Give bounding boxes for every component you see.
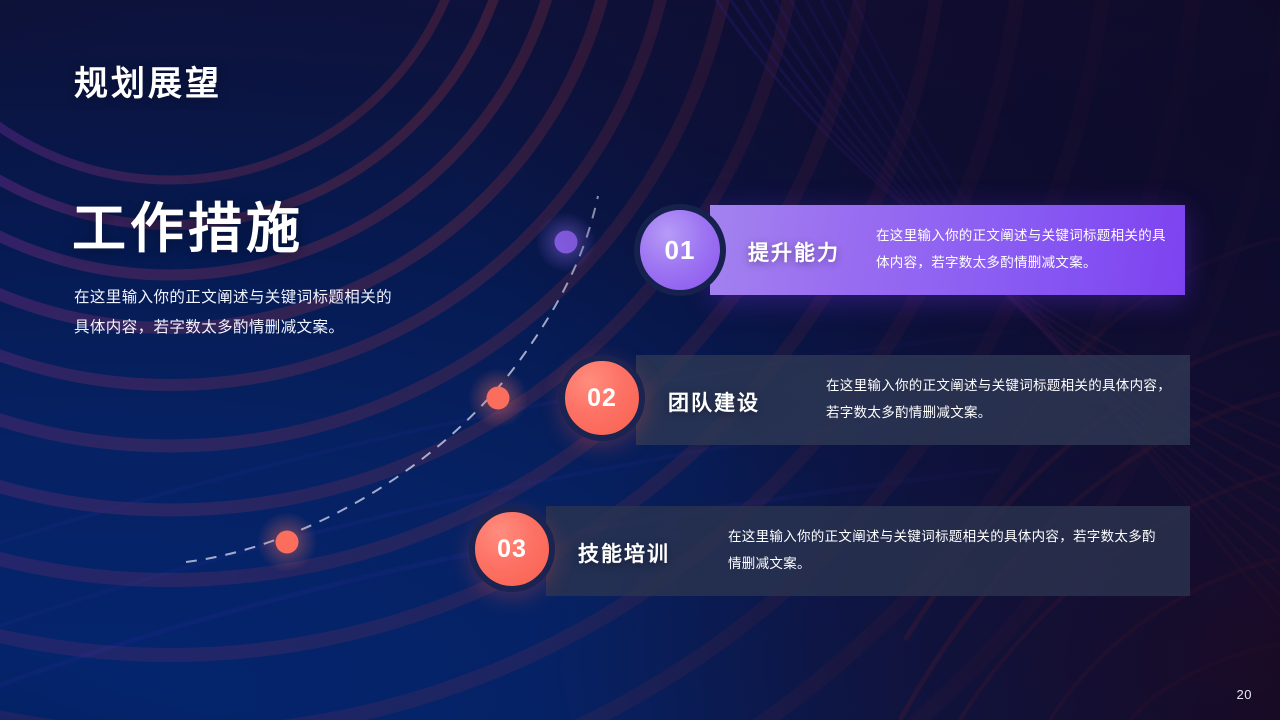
measure-row-03[interactable]: 03 技能培训 在这里输入你的正文阐述与关键词标题相关的具体内容，若字数太多酌情… <box>0 506 1280 596</box>
slide-title: 规划展望 <box>74 65 222 103</box>
row-03-title: 技能培训 <box>578 543 670 566</box>
row-02-title: 团队建设 <box>668 392 760 415</box>
row-02-number-badge[interactable]: 02 <box>559 355 645 441</box>
page-title: 工作措施 <box>72 199 304 259</box>
measure-row-02[interactable]: 02 团队建设 在这里输入你的正文阐述与关键词标题相关的具体内容，若字数太多酌情… <box>0 355 1280 445</box>
measure-row-01[interactable]: 01 提升能力 在这里输入你的正文阐述与关键词标题相关的具体内容，若字数太多酌情… <box>0 204 1280 296</box>
row-03-body: 在这里输入你的正文阐述与关键词标题相关的具体内容，若字数太多酌情删减文案。 <box>728 529 1156 571</box>
row-03-bar <box>546 506 1190 596</box>
row-01-bar <box>710 205 1185 295</box>
page-number: 20 <box>1236 687 1252 702</box>
row-01-body: 在这里输入你的正文阐述与关键词标题相关的具体内容，若字数太多酌情删减文案。 <box>876 228 1166 270</box>
row-02-body: 在这里输入你的正文阐述与关键词标题相关的具体内容，若字数太多酌情删减文案。 <box>826 378 1171 420</box>
row-02-bar <box>636 355 1190 445</box>
row-01-title: 提升能力 <box>748 242 840 265</box>
row-01-number-badge[interactable]: 01 <box>634 204 726 296</box>
lead-paragraph: 在这里输入你的正文阐述与关键词标题相关的具体内容，若字数太多酌情删减文案。 <box>74 289 393 336</box>
row-03-number-badge[interactable]: 03 <box>469 506 555 592</box>
